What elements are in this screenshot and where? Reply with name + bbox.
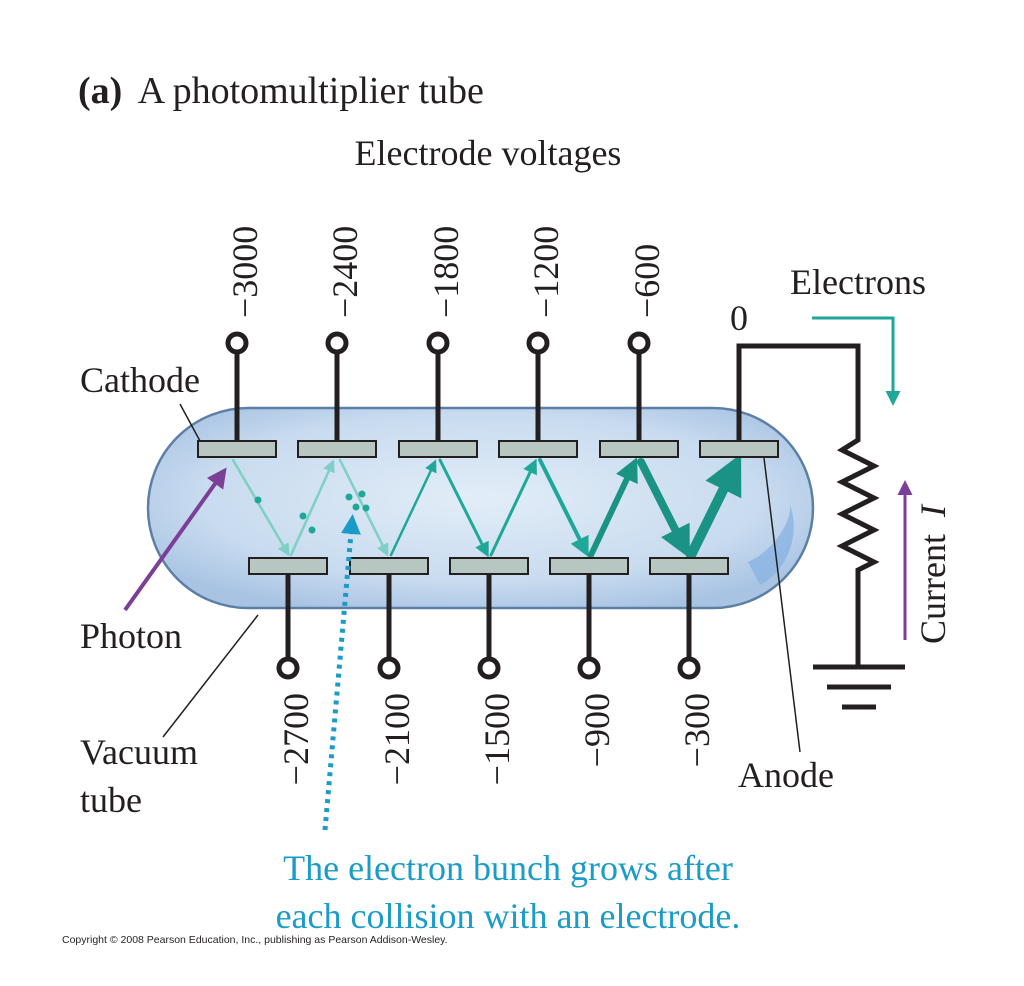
dynode-plate (549, 557, 629, 575)
top-voltage-labels: −3000 −2400 −1800 −1200 −600 (225, 226, 667, 318)
bottom-electrode-leads (285, 575, 692, 661)
terminal-300 (677, 656, 701, 680)
copyright-notice: Copyright © 2008 Pearson Education, Inc.… (62, 934, 448, 946)
bottom-electrodes (248, 557, 729, 575)
note-line-2: each collision with an electrode. (276, 896, 741, 936)
cathode-plate (197, 440, 277, 458)
terminal-3000 (225, 331, 249, 355)
vacuum-tube-label-line2: tube (80, 780, 142, 820)
dynode-plate (449, 557, 529, 575)
dynode-plate (649, 557, 729, 575)
bunch-pointer-arrow (322, 514, 361, 831)
dynode-plate (349, 557, 429, 575)
voltage-label: −2400 (325, 226, 365, 318)
electron-path-6 (489, 458, 537, 557)
terminal-600 (627, 331, 651, 355)
anode-label: Anode (738, 755, 834, 795)
top-electrode-leads (234, 352, 642, 444)
electron-cascade (231, 453, 742, 560)
anode-leader (763, 457, 801, 753)
voltage-label: −300 (677, 693, 717, 767)
tube-highlight (748, 505, 794, 585)
photon-arrow (123, 467, 227, 612)
note-line-1: The electron bunch grows after (283, 848, 733, 888)
terminal-1800 (426, 331, 450, 355)
voltage-label: −2100 (377, 693, 417, 785)
current-label-text: Current (913, 534, 953, 644)
electron-path-9 (637, 458, 690, 559)
vacuum-tube-label-line1: Vacuum (80, 732, 198, 772)
voltage-label: −1200 (526, 226, 566, 318)
electron-path-8 (588, 457, 638, 558)
electron-path-10 (686, 453, 742, 560)
dynode-plate (599, 440, 679, 458)
terminal-1500 (477, 656, 501, 680)
terminal-2400 (325, 331, 349, 355)
electron-path-7 (538, 458, 589, 558)
dynode-plate (398, 440, 478, 458)
electron-path-5 (438, 458, 489, 558)
anode-plate (699, 440, 779, 458)
voltage-label: −3000 (225, 226, 265, 318)
terminal-2700 (276, 656, 300, 680)
current-label: Current I (913, 503, 953, 644)
terminal-1200 (526, 331, 550, 355)
dynode-plate (248, 557, 328, 575)
voltage-label: −600 (627, 244, 667, 318)
figure-title: (a) A photomultiplier tube (78, 70, 484, 112)
title-text: A photomultiplier tube (138, 70, 484, 112)
electron-dots (254, 490, 370, 534)
dynode-plate (297, 440, 377, 458)
electron-path-2 (289, 459, 335, 557)
electron-path-4 (389, 459, 437, 557)
electron-path-1 (231, 458, 290, 557)
vacuum-tube-leader (162, 614, 259, 738)
cathode-label: Cathode (80, 360, 200, 400)
electrons-flow-arrow (812, 316, 901, 406)
photon-label: Photon (80, 616, 182, 656)
top-electrodes (197, 440, 779, 458)
dynode-plate (498, 440, 578, 458)
anode-circuit-wire (736, 343, 880, 665)
ground-symbol (813, 664, 905, 710)
electrons-label: Electrons (790, 262, 926, 302)
electron-path-3 (338, 458, 389, 557)
voltage-label: −900 (577, 693, 617, 767)
terminal-900 (577, 656, 601, 680)
bottom-voltage-labels: −2700 −2100 −1500 −900 −300 (276, 693, 717, 785)
voltage-label: −1800 (426, 226, 466, 318)
electrode-voltages-heading: Electrode voltages (355, 133, 622, 173)
voltage-label: −2700 (276, 693, 316, 785)
cathode-leader (179, 403, 201, 442)
panel-label: (a) (78, 70, 122, 112)
anode-voltage-label: 0 (730, 298, 748, 338)
current-symbol: I (913, 503, 953, 518)
terminal-2100 (377, 656, 401, 680)
voltage-label: −1500 (477, 693, 517, 785)
